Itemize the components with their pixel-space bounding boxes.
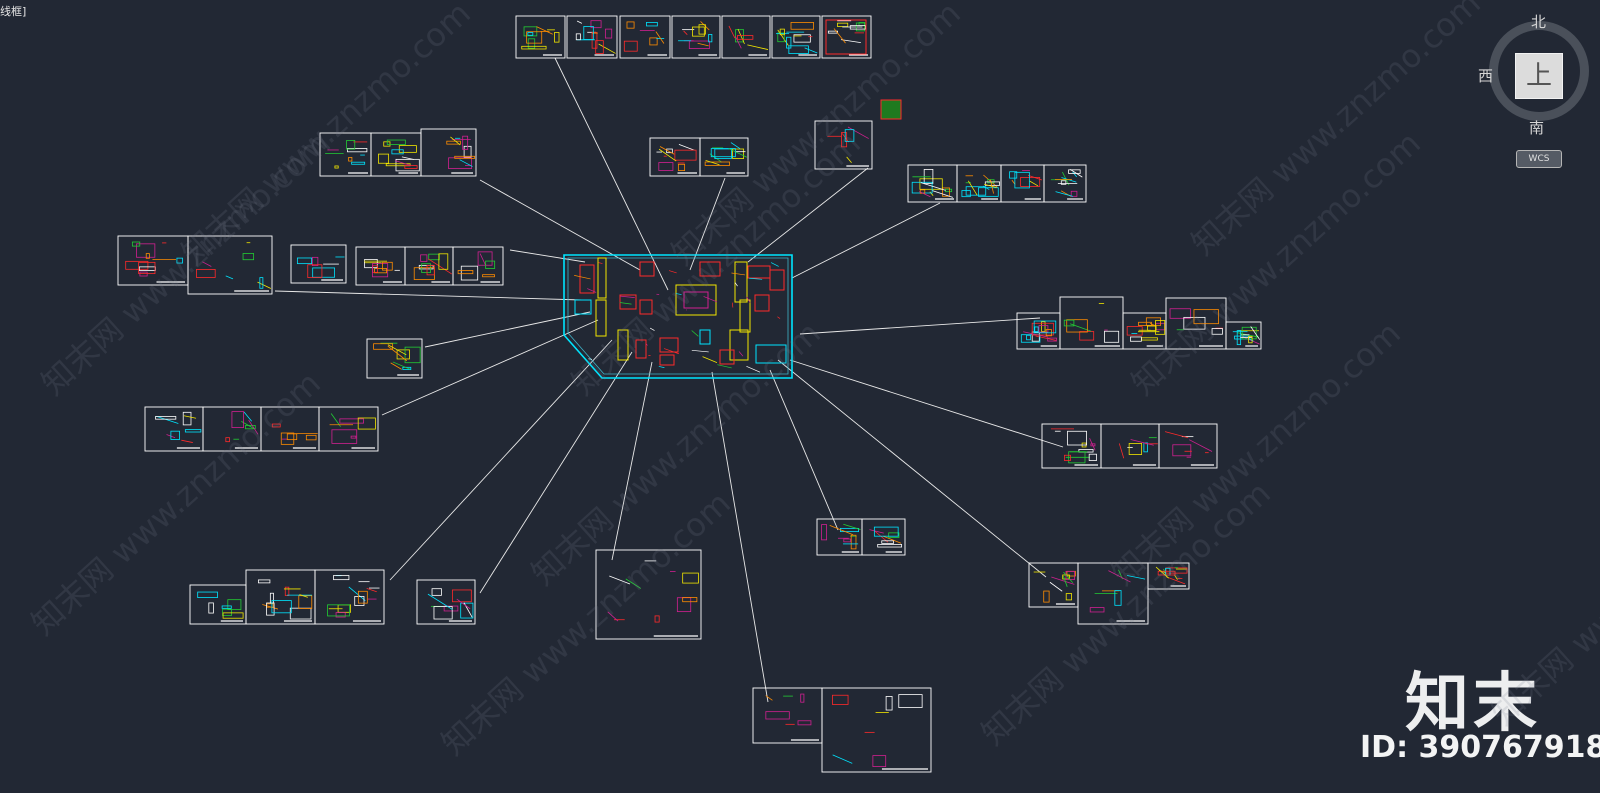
compass-west[interactable]: 西 bbox=[1478, 67, 1494, 85]
drawing-sheet[interactable] bbox=[861, 518, 906, 556]
viewport-label[interactable]: 线框] bbox=[0, 5, 27, 18]
drawing-sheet[interactable] bbox=[355, 246, 406, 286]
drawing-sheet[interactable] bbox=[1147, 562, 1190, 590]
drawing-sheet[interactable] bbox=[1225, 321, 1262, 350]
drawing-sheet[interactable] bbox=[1041, 423, 1102, 469]
drawing-sheet[interactable] bbox=[566, 15, 618, 59]
drawing-sheet[interactable] bbox=[821, 687, 932, 773]
drawing-sheet[interactable] bbox=[260, 406, 320, 452]
wcs-menu-button[interactable]: WCS bbox=[1516, 150, 1562, 168]
drawing-sheet[interactable] bbox=[370, 132, 422, 177]
drawing-sheet[interactable] bbox=[699, 137, 749, 177]
viewcube-compass-ring[interactable] bbox=[1489, 21, 1589, 121]
drawing-sheet[interactable] bbox=[318, 406, 379, 452]
drawing-sheet[interactable] bbox=[821, 15, 872, 59]
drawing-sheet[interactable] bbox=[187, 235, 273, 295]
drawing-sheet[interactable] bbox=[907, 164, 958, 203]
drawing-sheet[interactable] bbox=[290, 244, 347, 284]
compass-north[interactable]: 北 bbox=[1531, 13, 1547, 31]
drawing-sheet[interactable] bbox=[366, 338, 423, 379]
leader-lines bbox=[274, 57, 1064, 703]
drawing-sheet[interactable] bbox=[816, 518, 863, 556]
viewcube-top-face[interactable]: 上 bbox=[1515, 53, 1563, 99]
drawing-sheet[interactable] bbox=[319, 132, 372, 177]
drawing-sheet[interactable] bbox=[189, 584, 247, 625]
drawing-sheet[interactable] bbox=[1043, 164, 1087, 203]
brand-logo: 知末 bbox=[1405, 667, 1541, 741]
drawing-sheet[interactable] bbox=[420, 128, 477, 177]
drawing-sheet[interactable] bbox=[1122, 312, 1167, 350]
drawing-sheet[interactable] bbox=[144, 406, 204, 452]
drawing-sheet[interactable] bbox=[752, 687, 823, 744]
drawing-sheet[interactable] bbox=[416, 579, 476, 625]
drawing-sheet[interactable] bbox=[202, 406, 262, 452]
drawing-sheet[interactable] bbox=[1100, 423, 1160, 469]
drawing-sheet[interactable] bbox=[1059, 296, 1124, 350]
drawing-sheet[interactable] bbox=[721, 15, 771, 59]
compass-south[interactable]: 南 bbox=[1529, 119, 1545, 137]
drawing-sheet[interactable] bbox=[595, 549, 702, 640]
drawing-sheet[interactable] bbox=[117, 235, 189, 286]
drawing-sheet[interactable] bbox=[671, 15, 721, 59]
drawing-sheets bbox=[117, 15, 1262, 773]
asset-id-label: ID: 390767918 bbox=[1360, 730, 1600, 765]
drawing-sheet[interactable] bbox=[649, 137, 701, 177]
drawing-sheet[interactable] bbox=[1077, 562, 1149, 625]
viewcube[interactable]: 北 西 南 上 WCS bbox=[1478, 3, 1600, 168]
drawing-sheet[interactable] bbox=[452, 246, 504, 286]
drawing-sheet[interactable] bbox=[1165, 297, 1227, 350]
drawing-sheet[interactable] bbox=[314, 569, 385, 625]
drawing-sheet[interactable] bbox=[771, 15, 821, 59]
drawing-sheet[interactable] bbox=[619, 15, 671, 59]
drawing-sheet[interactable] bbox=[245, 569, 316, 625]
drawing-sheet[interactable] bbox=[404, 246, 454, 286]
drawing-sheet[interactable] bbox=[956, 164, 1002, 203]
main-floor-plan[interactable] bbox=[563, 254, 793, 379]
drawing-sheet[interactable] bbox=[515, 15, 566, 59]
drawing-sheet[interactable] bbox=[1158, 423, 1218, 469]
drawing-sheet[interactable] bbox=[1000, 164, 1045, 203]
drawing-sheet[interactable] bbox=[814, 120, 873, 170]
